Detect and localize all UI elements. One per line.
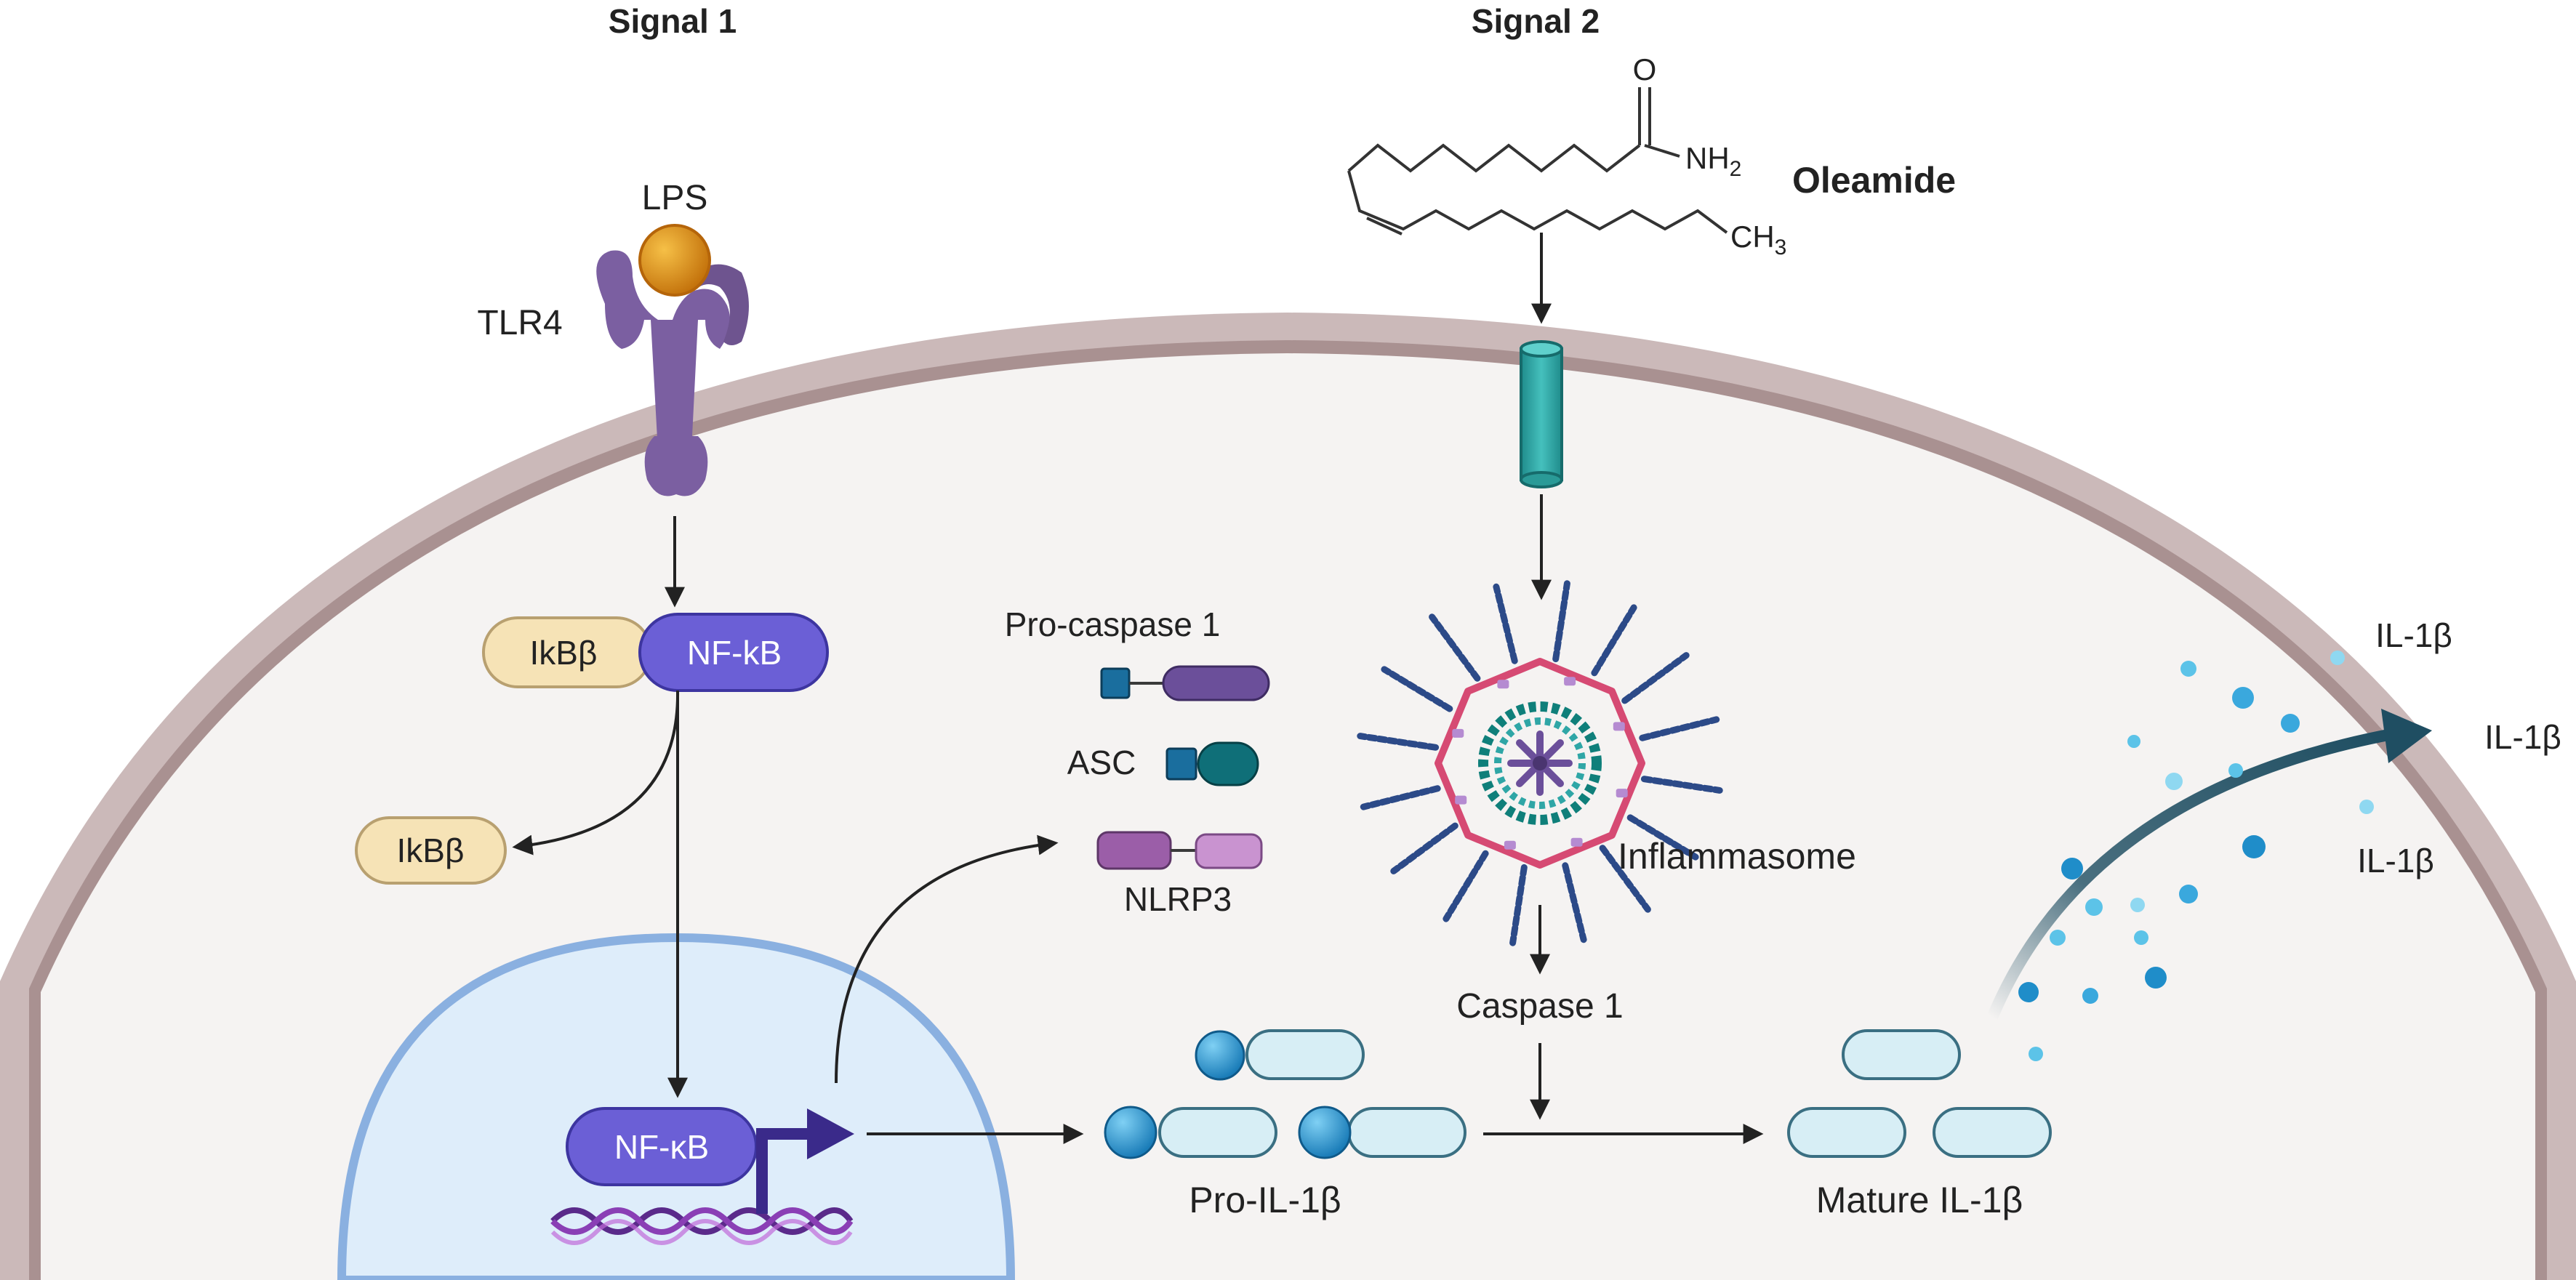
tlr4-label: TLR4 <box>477 304 562 342</box>
pro-caspase1-shape <box>1100 665 1270 701</box>
arrow-to-components <box>835 834 1059 1084</box>
nlrp3-label: NLRP3 <box>1124 880 1232 918</box>
il1b-label-top: IL-1β <box>2375 616 2452 654</box>
inflammasome-filament <box>1493 583 1518 664</box>
mature-il1b-molecules <box>1787 1029 2052 1158</box>
lps-label: LPS <box>642 179 708 217</box>
amide-oxygen-label: O <box>1633 52 1657 86</box>
lps-ligand <box>638 224 711 297</box>
inflammasome-filament <box>1429 613 1481 682</box>
inflammasome-filament <box>1390 822 1458 874</box>
caspase1-label: Caspase 1 <box>1456 987 1623 1026</box>
signal1-header: Signal 1 <box>609 2 737 40</box>
inflammasome-filament <box>1621 652 1690 704</box>
inflammasome-complex <box>1357 580 1723 946</box>
tlr4-receptor <box>596 250 749 496</box>
secretion-arrowhead <box>2381 709 2432 763</box>
signal2-header: Signal 2 <box>1472 2 1600 40</box>
inflammasome-filament <box>1640 776 1723 794</box>
ikbb-free-label: IkBβ <box>397 832 465 869</box>
oleamide-structure <box>1347 87 1728 236</box>
inflammasome-filament <box>1591 604 1637 677</box>
asc-shape <box>1165 741 1259 786</box>
inflammasome-filament <box>1381 666 1453 712</box>
il1b-label-bottom: IL-1β <box>2357 842 2434 880</box>
nfkb-cyto-label: NF-kB <box>687 634 782 672</box>
secretion-arrow <box>1986 728 2394 1021</box>
inflammasome-filament <box>1562 862 1587 943</box>
inflammasome-filament <box>1639 716 1720 741</box>
dna-helix <box>550 1207 854 1245</box>
amide-nh2-label: NH2 <box>1685 141 1741 181</box>
methyl-label: CH3 <box>1730 220 1786 259</box>
inflammasome-filament <box>1509 864 1528 946</box>
membrane-channel <box>1520 340 1563 488</box>
inflammasome-filament <box>1626 814 1699 861</box>
inflammasome-subunit <box>1455 795 1467 805</box>
inflammasome-subunit <box>1616 789 1628 798</box>
inflammasome-filament <box>1357 733 1440 751</box>
asc-label: ASC <box>1067 744 1136 781</box>
mature-il1b-label: Mature IL-1β <box>1816 1180 2023 1220</box>
il1b-particles <box>2018 651 2374 1061</box>
il1b-label-right: IL-1β <box>2484 718 2561 756</box>
inflammasome-label: Inflammasome <box>1618 836 1856 877</box>
inflammasome-filament <box>1599 845 1651 913</box>
inflammasome-filament <box>1443 850 1489 922</box>
inflammasome-subunit <box>1504 840 1516 850</box>
inflammasome-subunit <box>1497 680 1509 689</box>
inflammasome-subunit <box>1613 722 1625 731</box>
ikbb-free-pill <box>355 816 507 885</box>
inflammasome-subunit <box>1570 837 1583 847</box>
ikbb-bound-label: IkBβ <box>530 634 598 672</box>
transcription-start-arrow <box>756 1128 813 1214</box>
oleamide-label: Oleamide <box>1792 160 1956 201</box>
pro-caspase1-label: Pro-caspase 1 <box>1005 605 1221 643</box>
inflammasome-filament <box>1360 785 1441 810</box>
pro-il1b-label: Pro-IL-1β <box>1189 1180 1341 1220</box>
arrow-ikbb-release <box>512 690 680 856</box>
nfkb-cyto-pill <box>638 613 829 692</box>
inflammasome-filament <box>1552 580 1570 663</box>
inflammasome-subunit <box>1564 677 1576 686</box>
transcription-arrowhead <box>807 1108 854 1159</box>
nfkb-nuclear-label: NF-κB <box>614 1128 709 1166</box>
inflammasome-subunit <box>1452 728 1464 738</box>
pro-il1b-molecules <box>1104 1029 1466 1159</box>
nlrp3-shape <box>1096 831 1263 870</box>
